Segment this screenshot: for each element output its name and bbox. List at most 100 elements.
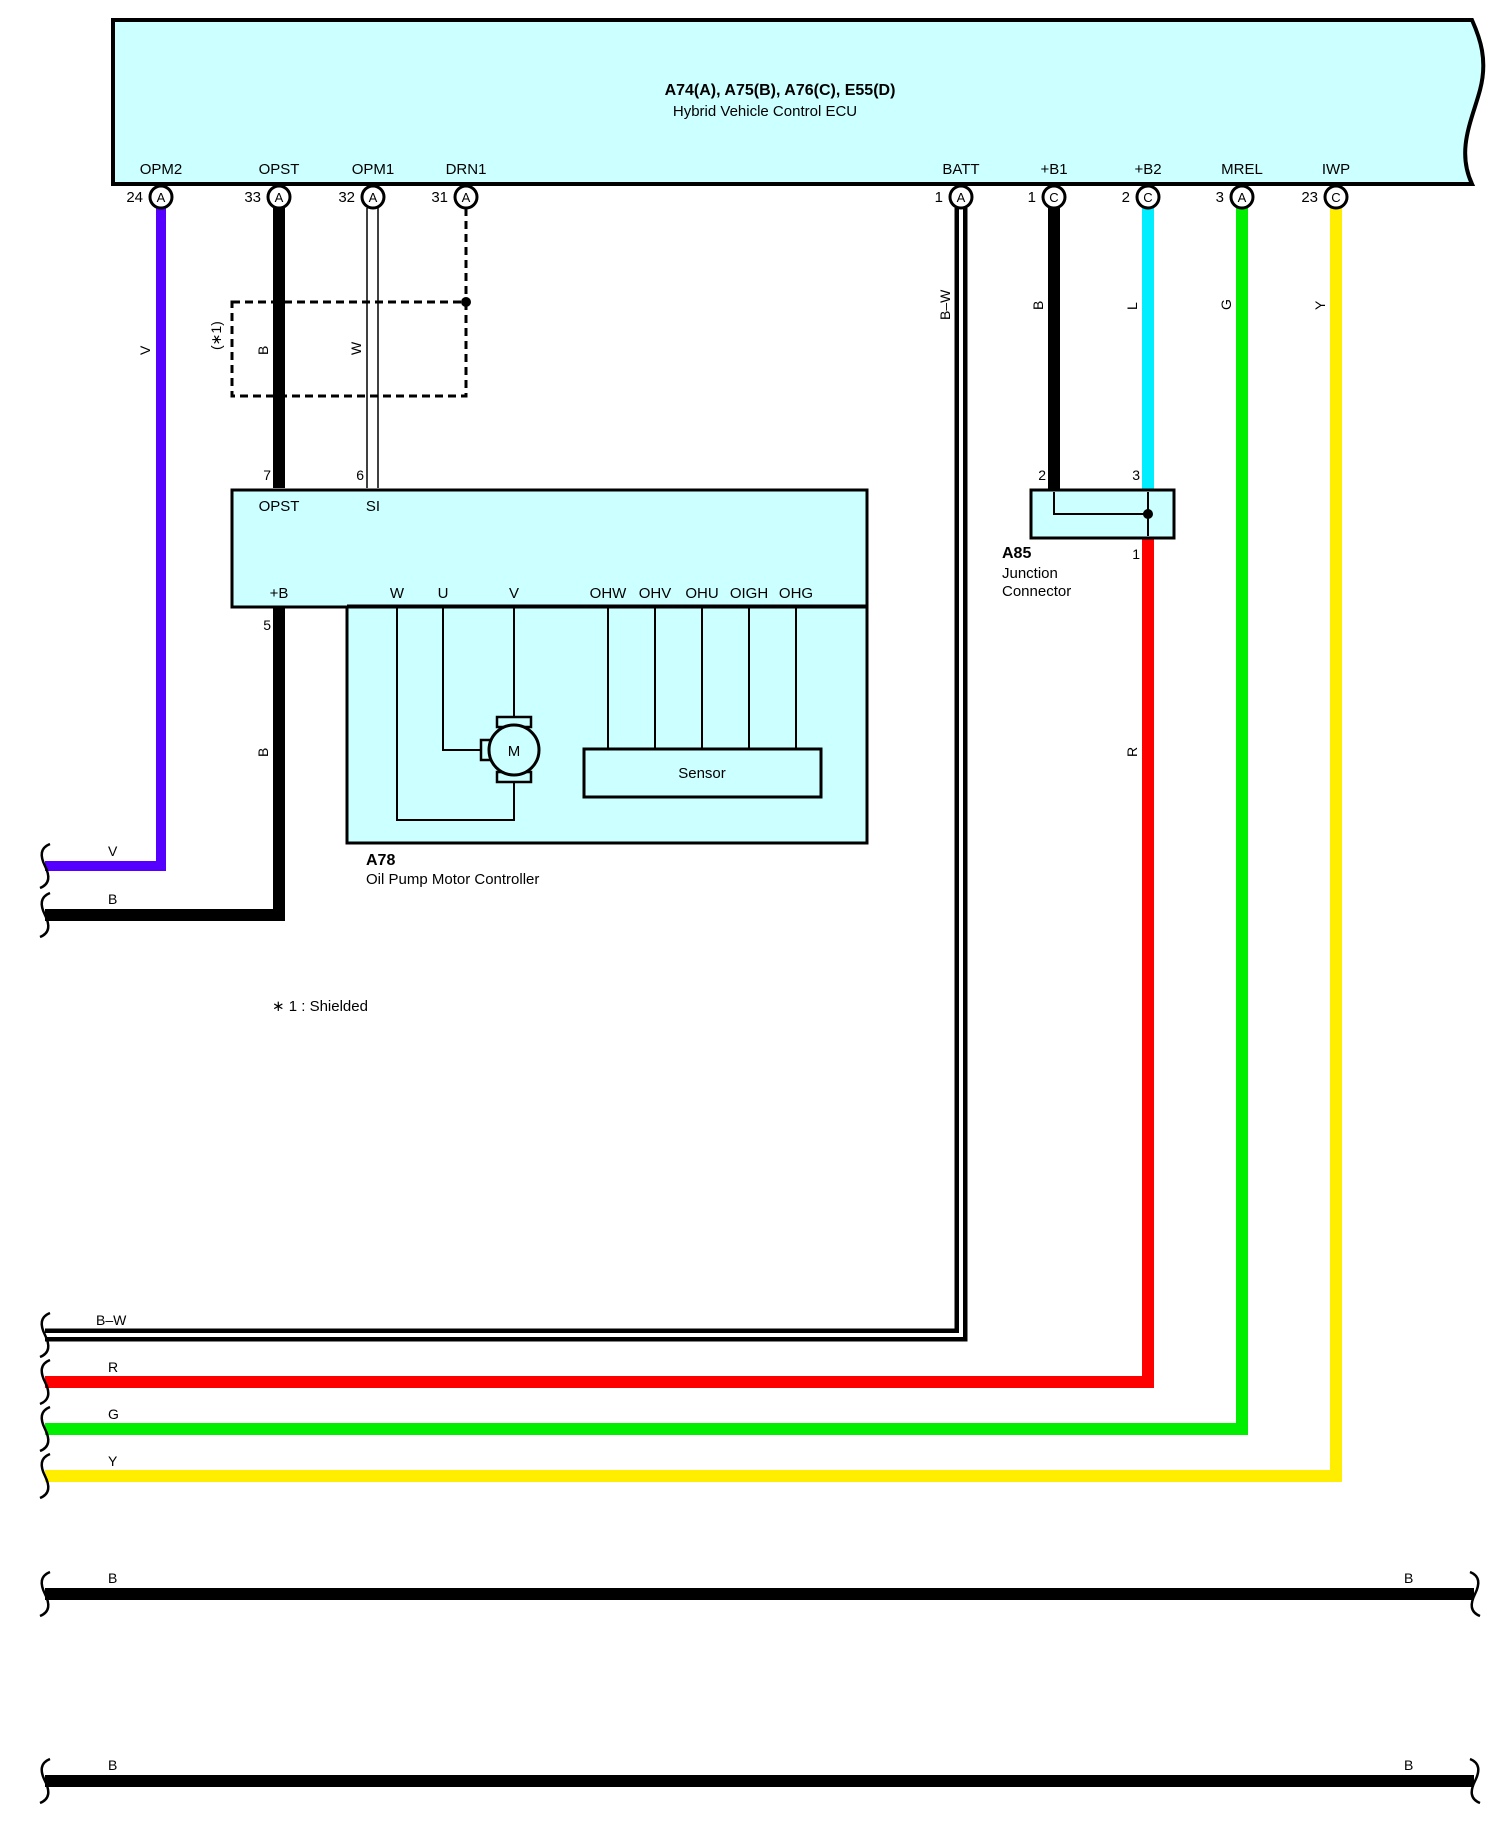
shield-note: ∗ 1 : Shielded — [272, 998, 368, 1015]
svg-text:1: 1 — [935, 189, 943, 206]
a78-label-plus-b: +B — [270, 585, 289, 602]
svg-text:2: 2 — [1122, 189, 1130, 206]
svg-text:C: C — [1331, 190, 1340, 205]
break-mark-right — [1469, 1757, 1481, 1805]
sensor-block: Sensor — [582, 747, 823, 799]
svg-text:C: C — [1049, 190, 1058, 205]
svg-text:Sensor: Sensor — [678, 765, 726, 782]
a85-pin-in2: 3 — [1132, 467, 1140, 483]
svg-text:3: 3 — [1216, 189, 1224, 206]
a85-name-line1: Junction — [1002, 565, 1058, 582]
a85-code: A85 — [1002, 545, 1031, 562]
bus-label-v: V — [108, 843, 118, 859]
a78-header — [230, 488, 869, 609]
wire-a85-red — [45, 537, 1154, 1388]
svg-text:A: A — [462, 190, 471, 205]
a78-motor-wiring — [396, 608, 515, 821]
ecu-terminal-label: +B2 — [1134, 161, 1161, 178]
svg-text:M: M — [508, 743, 521, 760]
a78-label-si: SI — [366, 498, 380, 515]
ecu-pin-drn1: A 31 — [431, 184, 479, 210]
wire-code-batt: B–W — [937, 289, 953, 320]
ecu-terminal-label: OPM2 — [140, 161, 183, 178]
wire-code-a85-out: R — [1124, 747, 1140, 757]
a85-name-line2: Connector — [1002, 583, 1071, 600]
ecu-outline — [111, 18, 1486, 186]
a78-name: Oil Pump Motor Controller — [366, 871, 539, 888]
svg-text:31: 31 — [431, 189, 448, 206]
break-mark-left — [39, 1358, 51, 1406]
bus-label-g: G — [108, 1406, 119, 1422]
ecu-pin-opm2: A 24 — [126, 184, 174, 210]
wire-mrel-green — [45, 208, 1248, 1435]
ecu-title: A74(A), A75(B), A76(C), E55(D) — [665, 82, 896, 99]
ecu-terminal-label: +B1 — [1040, 161, 1067, 178]
svg-text:1: 1 — [1028, 189, 1036, 206]
wire-code-mrel: G — [1218, 299, 1234, 310]
wire-a78-plus-b-black — [45, 608, 285, 921]
ecu-block: A74(A), A75(B), A76(C), E55(D) Hybrid Ve… — [111, 18, 1486, 186]
ecu-pin-b1: C 1 — [1028, 184, 1067, 210]
a78-sensor-terminal: OHG — [779, 585, 813, 602]
bus-label-y: Y — [108, 1453, 118, 1469]
a78-sensor-terminal: OHV — [639, 585, 672, 602]
svg-text:23: 23 — [1301, 189, 1318, 206]
shield-outline — [230, 300, 468, 398]
wire-code-opm2: V — [137, 345, 153, 355]
a78-sensor-wiring — [607, 608, 797, 749]
break-mark-left — [39, 1570, 51, 1618]
wire-opm2-violet — [45, 208, 166, 871]
svg-text:A: A — [1238, 190, 1247, 205]
bus-label-r: R — [108, 1359, 118, 1375]
wire-batt-bw-stripe — [45, 208, 963, 1337]
a78-label-u: U — [438, 585, 449, 602]
ecu-name: Hybrid Vehicle Control ECU — [673, 103, 857, 120]
ecu-terminal-label: BATT — [942, 161, 979, 178]
a78-label-w: W — [390, 585, 405, 602]
wire-code-b2: L — [1124, 302, 1140, 310]
svg-text:A: A — [957, 190, 966, 205]
a85-junction-connector: 2 3 1 A85 Junction Connector — [1002, 467, 1176, 600]
ecu-terminal-label: DRN1 — [446, 161, 487, 178]
svg-text:33: 33 — [244, 189, 261, 206]
break-mark-left — [39, 1452, 51, 1500]
ecu-pin-opm1: A 32 — [338, 184, 386, 210]
svg-text:A: A — [157, 190, 166, 205]
svg-text:32: 32 — [338, 189, 355, 206]
a78-label-v: V — [509, 585, 519, 602]
ecu-terminal-label: OPM1 — [352, 161, 395, 178]
break-mark-left — [39, 1405, 51, 1453]
a78-sensor-terminal: OIGH — [730, 585, 768, 602]
ecu-pin-batt: A 1 — [935, 184, 974, 210]
wire-codes: V B W B–W B L G Y R B — [137, 289, 1328, 757]
a85-pin-in1: 2 — [1038, 467, 1046, 483]
a78-sensor-terminal: OHU — [685, 585, 718, 602]
wire-code-b1: B — [1030, 301, 1046, 310]
ecu-pin-opst: A 33 — [244, 184, 292, 210]
a85-junction-dot — [1143, 509, 1153, 519]
shield-junction-dot — [461, 297, 471, 307]
a78-controller: 7 6 5 OPST SI +B W U V OHW OHV OHU OIGH … — [230, 467, 869, 888]
svg-text:C: C — [1143, 190, 1152, 205]
a78-label-opst: OPST — [259, 498, 300, 515]
bus-label-bw: B–W — [96, 1312, 127, 1328]
ecu-terminal-label: IWP — [1322, 161, 1350, 178]
continuation-marks — [39, 842, 1481, 1805]
ground-label-2-left: B — [108, 1757, 117, 1773]
wires — [45, 208, 1474, 1787]
bus-labels: V B B–W R G Y B B B B — [96, 843, 1413, 1773]
break-mark-left — [39, 891, 51, 939]
wire-code-opm1: W — [348, 341, 364, 355]
svg-text:A: A — [275, 190, 284, 205]
bus-label-b: B — [108, 891, 117, 907]
wire-code-opst: B — [255, 346, 271, 355]
wire-code-a78-plus-b: B — [255, 748, 271, 757]
break-mark-right — [1469, 1570, 1481, 1618]
a78-pin-plus-b: 5 — [263, 617, 271, 633]
ground-label-2-right: B — [1404, 1757, 1413, 1773]
ecu-pins: A 24 A 33 A 32 A 31 A 1 C 1 — [126, 184, 1349, 210]
a78-sensor-terminal: OHW — [590, 585, 628, 602]
ecu-pin-mrel: A 3 — [1216, 184, 1255, 210]
shield-box: (∗1) — [208, 297, 471, 398]
